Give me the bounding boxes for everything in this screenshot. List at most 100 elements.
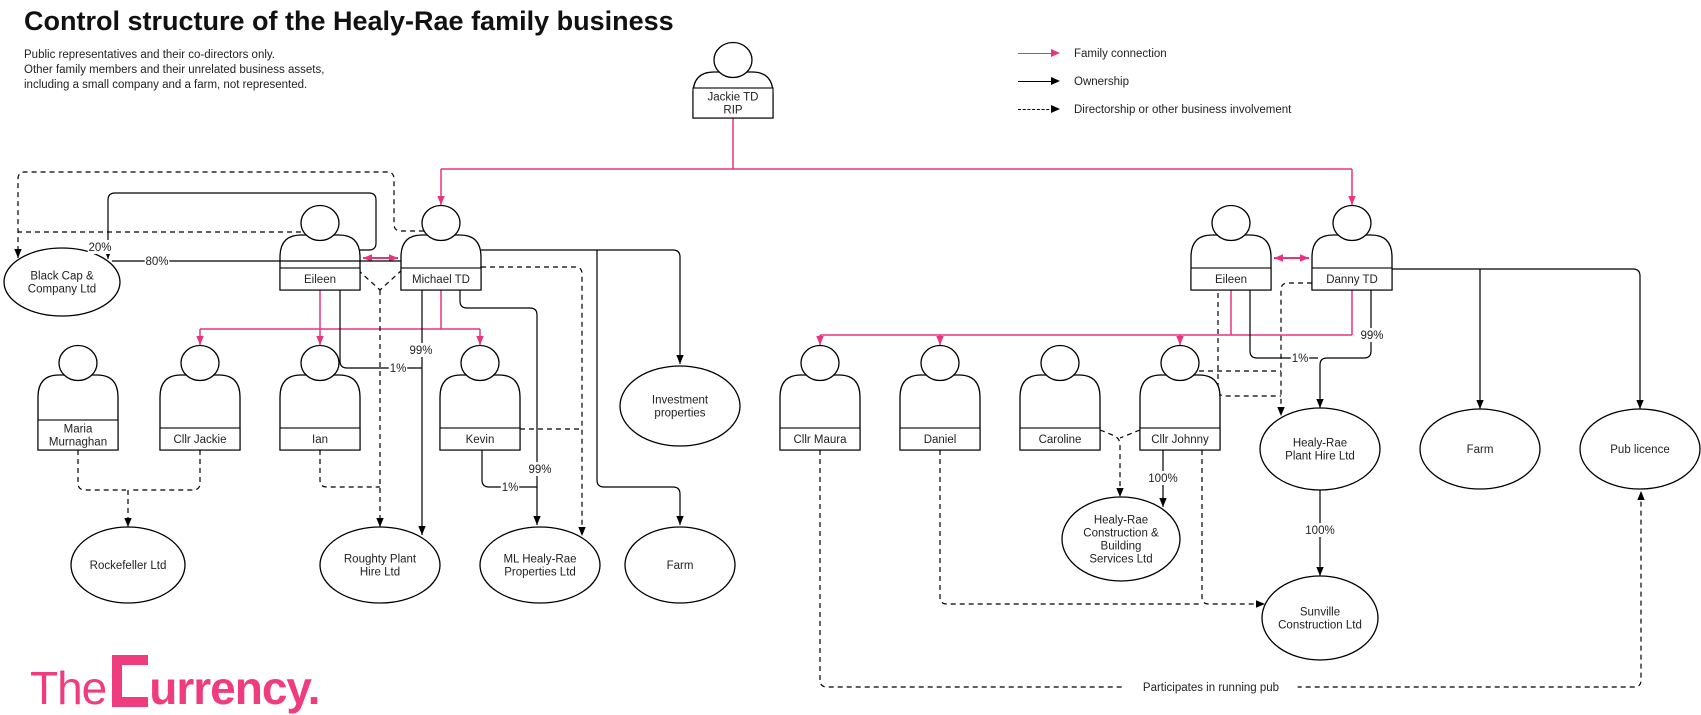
company-ellipse <box>479 526 601 604</box>
edge-label-bg <box>1359 328 1385 342</box>
person-label: Kevin <box>466 434 495 446</box>
person-head <box>421 204 461 242</box>
page-title: Control structure of the Healy-Rae famil… <box>24 6 674 36</box>
company-label: Black Cap & <box>30 271 94 283</box>
company-label: Services Ltd <box>1089 554 1152 566</box>
edge-label: 99% <box>409 345 432 357</box>
person-michael-td: Michael TD <box>400 204 482 291</box>
company-ellipse <box>1419 408 1541 490</box>
legend-label: Family connection <box>1074 48 1167 60</box>
legend: Family connection Ownership Directorship… <box>1018 40 1291 124</box>
edge-dir-eileen-1 <box>357 269 381 291</box>
edge-label: 1% <box>390 363 407 375</box>
person-head <box>1160 344 1200 382</box>
person-label: Cllr Johnny <box>1151 434 1209 446</box>
edge-dir-michael-td-black-cap <box>14 171 424 258</box>
company-ellipse <box>1061 496 1181 582</box>
person-eileen-2: Eileen <box>1190 204 1272 291</box>
edge-label-bg <box>1147 471 1179 485</box>
person-label: Daniel <box>924 434 957 446</box>
company-ellipse <box>619 365 741 447</box>
legend-label: Ownership <box>1074 76 1129 88</box>
edge-label-bg <box>500 480 520 494</box>
edge-label: 99% <box>528 464 551 476</box>
edge-dir-maria-murnaghan <box>77 450 126 491</box>
logo-the: The <box>30 662 107 714</box>
company-farm-1: Farm <box>624 526 736 604</box>
edge-own-eileen-1-black-cap <box>104 192 377 259</box>
edge-own-michael-td-farm-1 <box>596 250 684 525</box>
person-label: Jackie TD <box>708 92 759 104</box>
company-label: Healy-Rae <box>1094 515 1148 527</box>
person-label: Ian <box>312 434 328 446</box>
person-label: Cllr Jackie <box>173 434 226 446</box>
header: Control structure of the Healy-Rae famil… <box>24 6 674 37</box>
person-label-box <box>279 267 361 291</box>
person-head <box>460 344 500 382</box>
company-label: Rockefeller Ltd <box>90 560 167 572</box>
edge-label-bg <box>527 462 553 476</box>
company-pub-licence: Pub licence <box>1579 408 1701 490</box>
person-head <box>800 344 840 382</box>
edge-label-bg <box>144 254 170 268</box>
subtitle: Public representatives and their co-dire… <box>24 49 325 91</box>
person-label: Cllr Maura <box>793 434 847 446</box>
legend-label: Directorship or other business involveme… <box>1074 104 1292 116</box>
edge-dir-cllr-johnny <box>1119 429 1141 439</box>
company-label: ML Healy-Rae <box>503 554 576 566</box>
company-ellipse <box>1579 408 1701 490</box>
company-ellipse <box>319 526 441 604</box>
company-label: Investment <box>652 395 709 407</box>
edge-label-bg <box>1290 351 1310 365</box>
edge-own-michael-td-ml-properties <box>459 290 541 525</box>
person-label-box <box>1019 427 1101 451</box>
company-label: Building <box>1101 541 1142 553</box>
company-black-cap: Black Cap &Company Ltd <box>3 247 121 317</box>
edge-dir-danny-td-hr-plant-hire <box>1277 282 1312 416</box>
company-farm-2: Farm <box>1419 408 1541 490</box>
person-label-box <box>279 427 361 451</box>
person-label-box <box>1190 267 1272 291</box>
edge-own-danny-td-hr-plant-hire <box>1316 290 1372 408</box>
edge-dir-cllr-johnny-sunville <box>1201 450 1265 608</box>
person-head <box>1332 204 1372 242</box>
person-label-box <box>899 427 981 451</box>
edge-own-danny-td-pub-licence <box>1392 268 1644 409</box>
company-label: Healy-Rae <box>1293 438 1347 450</box>
company-label: Farm <box>667 560 694 572</box>
logo-c-glyph <box>112 655 149 707</box>
company-label: Construction Ltd <box>1278 620 1362 632</box>
edge-own-kevin-ml-properties <box>481 450 537 488</box>
edge-dir-daniel <box>939 450 1202 605</box>
company-ellipse <box>3 247 121 317</box>
person-label: Maria <box>64 424 93 436</box>
person-label-box <box>1139 427 1221 451</box>
person-label-box <box>37 419 119 451</box>
person-head <box>713 41 753 79</box>
edge-dir-michael-td <box>379 269 403 291</box>
edge-own-eileen-1-roughty <box>339 290 422 369</box>
person-head <box>920 344 960 382</box>
person-cllr-johnny: Cllr Johnny <box>1139 344 1221 451</box>
company-label: Company Ltd <box>28 284 96 296</box>
person-label-box <box>439 427 521 451</box>
logo-rest: urrency. <box>149 662 320 714</box>
company-ellipse <box>70 526 186 604</box>
edge-dir-cllr-jackie <box>130 450 201 491</box>
person-label-box <box>400 267 482 291</box>
person-daniel: Daniel <box>899 344 981 451</box>
person-danny-td: Danny TD <box>1311 204 1393 291</box>
edge-label: 100% <box>1305 525 1334 537</box>
person-label: Caroline <box>1039 434 1082 446</box>
edge-label-bg <box>388 361 408 375</box>
edge-label-bg <box>408 343 434 357</box>
person-label: Danny TD <box>1326 274 1378 286</box>
